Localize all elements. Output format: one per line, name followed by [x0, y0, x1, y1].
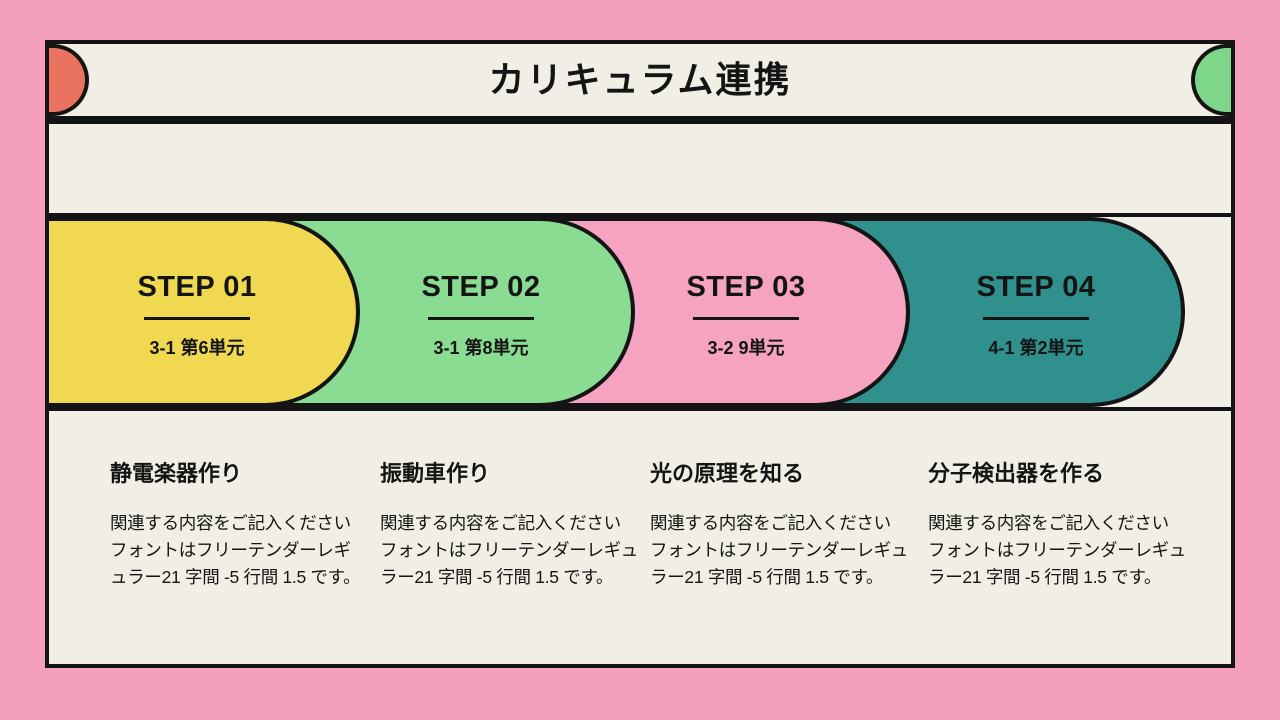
detail-column-2: 振動車作り 関連する内容をご記入ください フォントはフリーテンダーレギュ ラー2… — [380, 456, 642, 591]
detail-heading: 分子検出器を作る — [928, 461, 1105, 486]
step-pill-1 — [49, 217, 360, 407]
detail-column-3: 光の原理を知る 関連する内容をご記入ください フォントはフリーテンダーレギュ ラ… — [650, 456, 912, 591]
detail-body: 関連する内容をご記入ください フォントはフリーテンダーレギ ュラー21 字間 -… — [110, 513, 361, 588]
step-unit: 3-1 第8単元 — [433, 338, 529, 358]
step-title: STEP 03 — [686, 271, 806, 303]
step-label-3: STEP 03 3-2 9単元 — [636, 217, 856, 407]
step-unit: 4-1 第2単元 — [988, 338, 1084, 358]
step-unit: 3-2 9単元 — [707, 338, 785, 358]
step-unit: 3-1 第6単元 — [149, 338, 245, 358]
detail-body: 関連する内容をご記入ください フォントはフリーテンダーレギュ ラー21 字間 -… — [650, 513, 908, 588]
slide: カリキュラム連携 STEP 01 3-1 第6単元 STEP 02 3-1 第8… — [45, 40, 1235, 668]
steps-band: STEP 01 3-1 第6単元 STEP 02 3-1 第8単元 STEP 0… — [49, 213, 1231, 411]
step-label-1: STEP 01 3-1 第6単元 — [87, 217, 307, 407]
title-bar: カリキュラム連携 — [45, 40, 1235, 120]
step-divider — [693, 317, 799, 320]
step-title: STEP 02 — [421, 271, 541, 303]
step-title: STEP 01 — [137, 271, 257, 303]
detail-column-4: 分子検出器を作る 関連する内容をご記入ください フォントはフリーテンダーレギュ … — [928, 456, 1190, 591]
content-panel: STEP 01 3-1 第6単元 STEP 02 3-1 第8単元 STEP 0… — [45, 120, 1235, 668]
step-label-2: STEP 02 3-1 第8単元 — [371, 217, 591, 407]
step-title: STEP 04 — [976, 271, 1096, 303]
detail-heading: 光の原理を知る — [650, 461, 805, 486]
slide-title: カリキュラム連携 — [488, 59, 792, 100]
detail-heading: 振動車作り — [380, 461, 491, 486]
step-divider — [428, 317, 534, 320]
step-divider — [983, 317, 1089, 320]
step-divider — [144, 317, 250, 320]
detail-heading: 静電楽器作り — [110, 461, 243, 486]
detail-column-1: 静電楽器作り 関連する内容をご記入ください フォントはフリーテンダーレギ ュラー… — [110, 456, 372, 591]
detail-body: 関連する内容をご記入ください フォントはフリーテンダーレギュ ラー21 字間 -… — [380, 513, 638, 588]
step-label-4: STEP 04 4-1 第2単元 — [926, 217, 1146, 407]
detail-body: 関連する内容をご記入ください フォントはフリーテンダーレギュ ラー21 字間 -… — [928, 513, 1186, 588]
